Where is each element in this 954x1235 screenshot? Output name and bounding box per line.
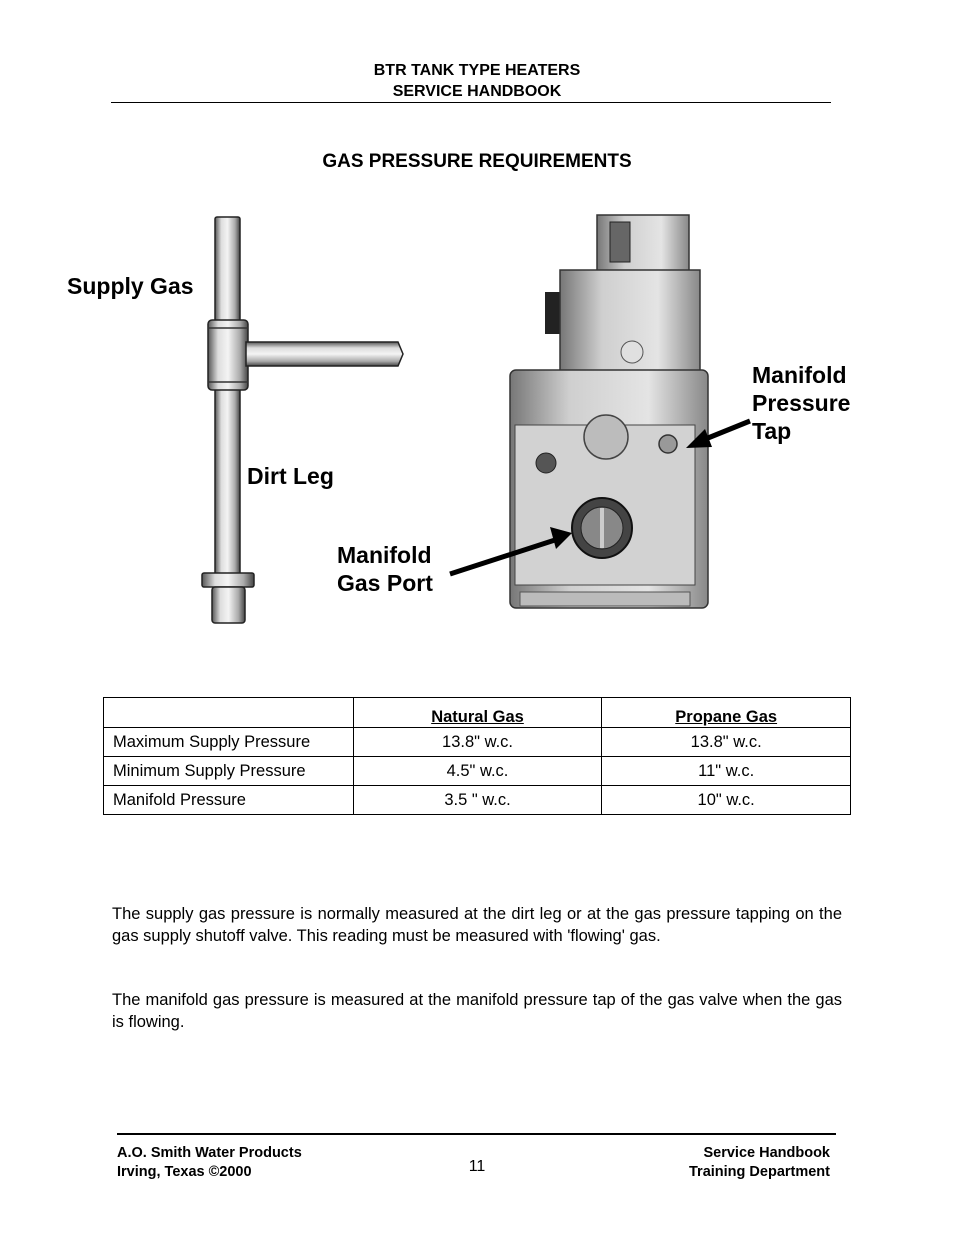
label-manifold-pressure-tap-line2: Pressure [752,390,851,416]
paragraph-supply-pressure: The supply gas pressure is normally meas… [112,905,842,945]
pressure-tap-arrow [686,418,751,448]
header-title: BTR TANK TYPE HEATERS [373,62,581,79]
label-supply-gas: Supply Gas [67,273,194,299]
table-cell: 10" w.c. [601,785,851,815]
gas-valve-illustration [509,214,709,609]
gas-pressure-figure [201,214,751,624]
table-row: Manifold Pressure 3.5 " w.c. 10" w.c. [103,785,851,815]
paragraph-manifold-pressure: The manifold gas pressure is measured at… [112,991,842,1031]
label-manifold-gas-port: Manifold Gas Port [337,541,433,597]
footer-location: Irving, Texas ©2000 [117,1164,252,1180]
table-cell: Maximum Supply Pressure [103,727,354,757]
label-manifold-gas-port-line1: Manifold [337,542,432,568]
section-title: GAS PRESSURE REQUIREMENTS [322,151,632,172]
footer-department: Training Department [689,1164,830,1180]
table-header-cell: Propane Gas [601,697,851,728]
footer-company: A.O. Smith Water Products [117,1145,302,1161]
table-cell: 4.5" w.c. [352,756,603,786]
table-cell: 13.8" w.c. [352,727,603,757]
label-manifold-pressure-tap-line1: Manifold [752,362,847,388]
footer-rule [117,1133,836,1135]
table-cell: 11" w.c. [601,756,851,786]
label-manifold-pressure-tap: Manifold Pressure Tap [752,361,850,445]
table-cell: 3.5 " w.c. [352,785,603,815]
page-number: 11 [468,1158,486,1175]
pipe-tee-illustration [201,216,404,624]
footer-handbook: Service Handbook [703,1145,830,1161]
label-manifold-gas-port-line2: Gas Port [337,570,433,596]
table-header-cell [103,697,354,728]
table-header-cell: Natural Gas [352,697,603,728]
header-rule [111,102,831,103]
table-row: Maximum Supply Pressure 13.8" w.c. 13.8"… [103,727,851,757]
gas-pressure-table: Natural Gas Propane Gas Maximum Supply P… [103,697,851,815]
gas-port-arrow [449,527,572,577]
table-header-row: Natural Gas Propane Gas [103,697,851,728]
table-cell: 13.8" w.c. [601,727,851,757]
footer-left: A.O. Smith Water Products Irving, Texas … [117,1144,302,1182]
footer-right: Service Handbook Training Department [689,1144,830,1182]
label-manifold-pressure-tap-line3: Tap [752,418,792,444]
header-subtitle: SERVICE HANDBOOK [392,83,562,100]
table-cell: Manifold Pressure [103,785,354,815]
table-row: Minimum Supply Pressure 4.5" w.c. 11" w.… [103,756,851,786]
label-dirt-leg: Dirt Leg [247,463,334,489]
table-cell: Minimum Supply Pressure [103,756,354,786]
